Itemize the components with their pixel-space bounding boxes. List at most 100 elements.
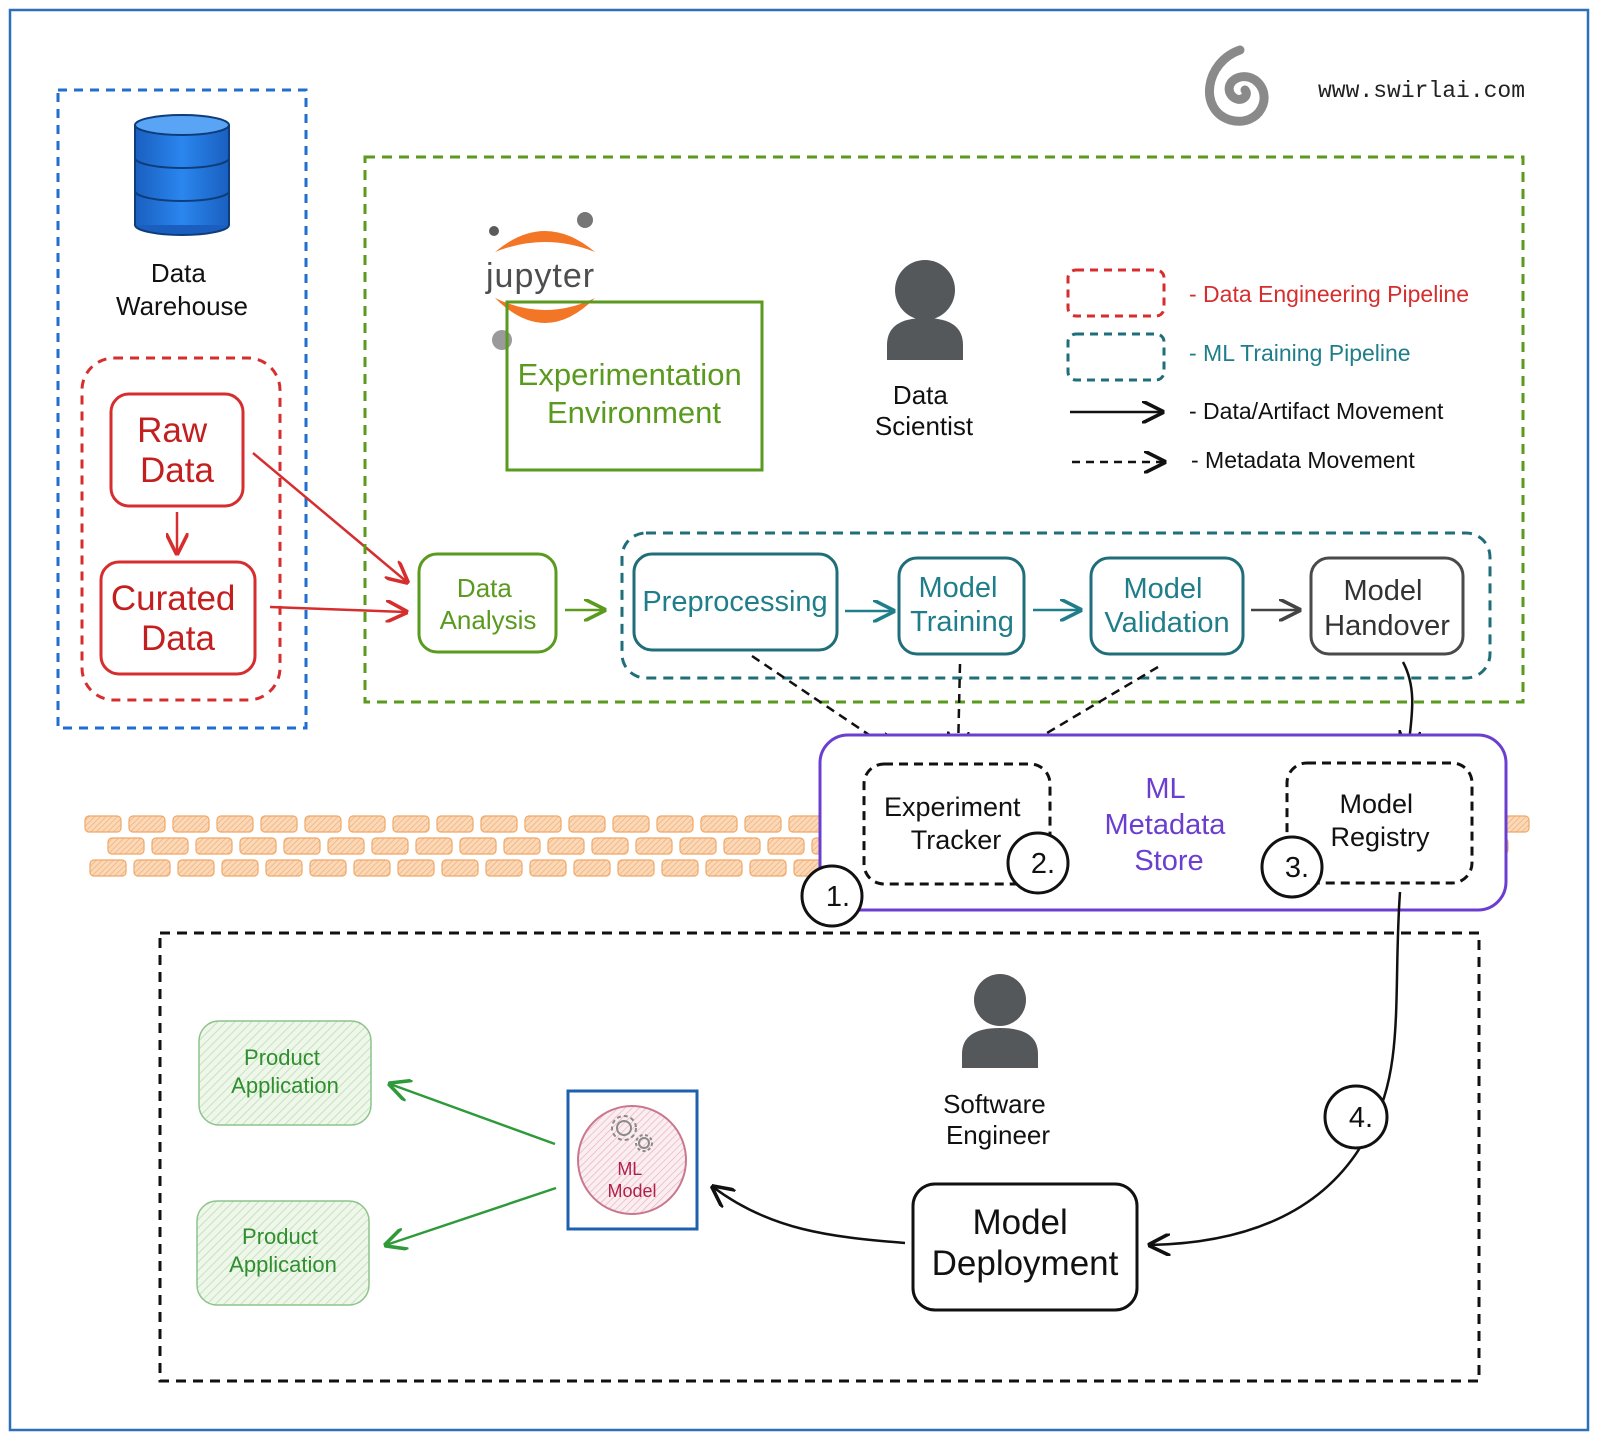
brick [239,837,277,855]
model-handover-label: Model Handover [1324,575,1450,642]
model-validation-node[interactable] [1089,556,1245,656]
experimentation-environment-label: Experimentation Environment [518,357,751,430]
brick [612,815,650,833]
legend-metadata-label: - Metadata Movement [1191,447,1415,473]
product-application-2-node[interactable] [196,1200,370,1306]
step-3-marker [1260,835,1324,899]
experimentation-boundary [363,155,1525,704]
ml-model-label: ML Model [607,1159,656,1201]
brick [195,837,233,855]
brick [397,859,435,877]
brick [177,859,215,877]
deployment-to-model-arrow [713,1187,906,1245]
brick [84,815,122,833]
brick [568,815,606,833]
brick [283,837,321,855]
product-application-1-label: Product Application [231,1045,339,1098]
model-deployment-node[interactable] [911,1182,1139,1312]
legend-ml-training-swatch [1066,332,1166,382]
brick [128,815,166,833]
brick [265,859,303,877]
model-deployment-label: Model Deployment [932,1203,1119,1283]
step-4-label: 4. [1349,1102,1373,1134]
data-scientist-person-icon [887,260,963,360]
brick [635,837,673,855]
legend-artifact-label: - Data/Artifact Movement [1189,398,1444,424]
brick [441,859,479,877]
brick [304,815,342,833]
model-training-label: Model Training [910,572,1014,638]
legend-ml-training-label: - ML Training Pipeline [1189,340,1411,366]
registry-to-deployment-arrow [1150,891,1402,1245]
data-analysis-label: Data Analysis [440,573,537,635]
model-registry-label: Model Registry [1330,789,1430,852]
preprocessing-label: Preprocessing [642,586,827,618]
ml-model-node [577,1105,687,1215]
software-engineer-label: Software Engineer [943,1089,1053,1150]
step-2-marker [1006,831,1070,895]
brick [705,859,743,877]
data-scientist-label: Data Scientist [875,380,974,441]
model-validation-label: Model Validation [1104,573,1229,639]
brick [107,837,145,855]
brick [392,815,430,833]
brick [749,859,787,877]
software-engineer-person-icon [962,974,1038,1068]
experimentation-environment-node[interactable] [505,300,764,472]
experiment-tracker-node[interactable] [862,762,1052,886]
warehouse-label: Data Warehouse [116,258,248,321]
brick [260,815,298,833]
model-training-node[interactable] [897,556,1026,656]
legend: - Data Engineering Pipeline - ML Trainin… [1066,268,1469,473]
raw-data-label: Raw Data [137,411,217,490]
brick [221,859,259,877]
ml-metadata-store-boundary [818,733,1508,912]
brick [679,837,717,855]
curated-data-node[interactable] [99,560,257,676]
brick [151,837,189,855]
jupyter-wordmark: jupyter [485,257,595,295]
brick [661,859,699,877]
model-to-product-app-2-arrow [386,1186,557,1245]
product-application-2-label: Product Application [229,1224,337,1277]
brick [436,815,474,833]
data-analysis-node[interactable] [417,552,558,654]
brick [547,837,585,855]
brick [480,815,518,833]
brick [216,815,254,833]
brick [529,859,567,877]
brick [656,815,694,833]
brick [503,837,541,855]
brick [353,859,391,877]
experiment-tracker-label: Experiment Tracker [884,792,1028,855]
brick [617,859,655,877]
product-application-1-node[interactable] [198,1020,372,1126]
brick [327,837,365,855]
database-icon [134,114,230,236]
brick [700,815,738,833]
brick [133,859,171,877]
curated-data-label: Curated Data [111,579,245,658]
brick [172,815,210,833]
brand-url[interactable]: www.swirlai.com [1318,78,1525,104]
deployment-boundary [158,931,1481,1383]
brick [415,837,453,855]
brick [744,815,782,833]
model-handover-node[interactable] [1309,556,1465,656]
model-registry-node[interactable] [1285,761,1474,885]
brick [485,859,523,877]
step-4-marker [1323,1084,1389,1150]
swirl-logo-icon [1205,45,1269,126]
brick [371,837,409,855]
raw-data-node[interactable] [109,392,245,508]
brick [591,837,629,855]
preprocessing-node[interactable] [632,552,839,652]
step-2-label: 2. [1031,848,1055,880]
step-1-label: 1. [826,881,850,913]
legend-data-engineering-swatch [1066,268,1166,318]
model-to-product-app-1-arrow [390,1084,556,1146]
brick [573,859,611,877]
raw-to-analysis-arrow [252,452,407,582]
gears-icon [611,1115,653,1152]
